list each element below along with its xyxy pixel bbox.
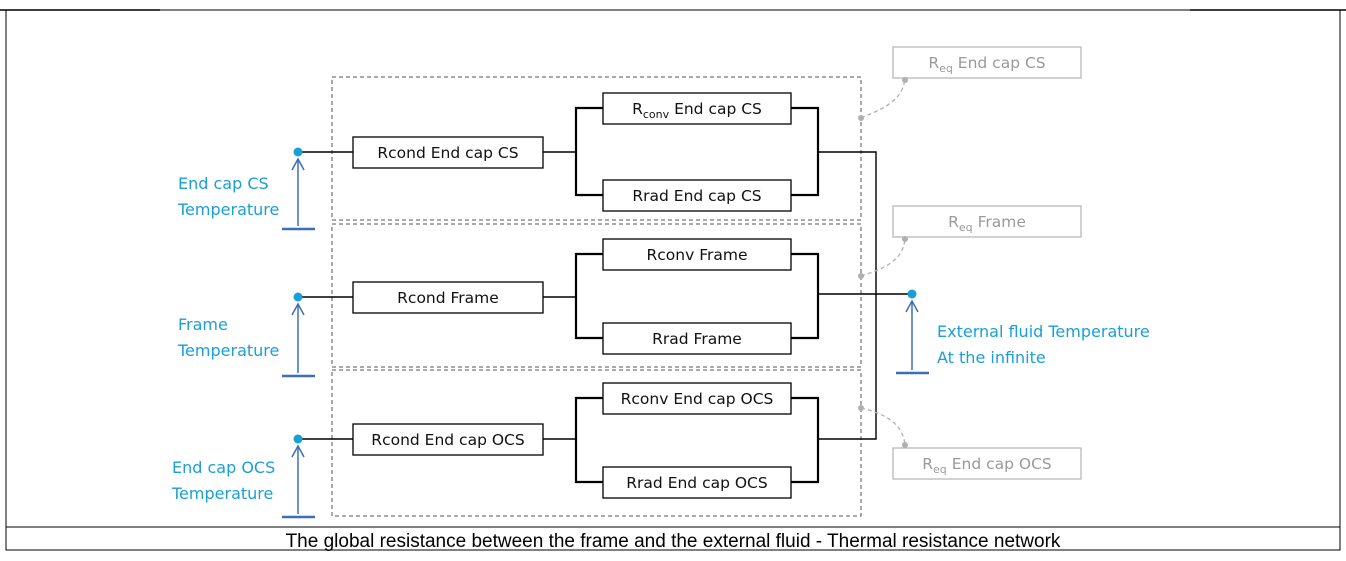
label-rconv-end-cap-ocs: Rconv End cap OCS <box>621 390 774 408</box>
node-external-fluid <box>907 289 917 299</box>
source-end-cap-ocs-line1: End cap OCS <box>172 458 275 477</box>
external-fluid-line1: External fluid Temperature <box>937 322 1150 341</box>
label-req-frame: Req Frame <box>948 213 1026 234</box>
box-req-end-cap-ocs <box>892 447 1082 480</box>
node-frame <box>293 292 303 302</box>
box-rrad-end-cap-cs <box>602 179 792 212</box>
box-rrad-end-cap-ocs <box>602 466 792 499</box>
external-fluid-line2: At the infinite <box>937 348 1046 367</box>
figure-border <box>5 9 1341 551</box>
figure-caption: The global resistance between the frame … <box>286 531 1061 552</box>
label-rrad-frame: Rrad Frame <box>652 330 742 348</box>
box-req-frame <box>892 205 1082 238</box>
label-rcond-end-cap-cs: Rcond End cap CS <box>377 144 518 162</box>
source-frame-line2: Temperature <box>177 341 279 360</box>
collector-bus <box>818 151 877 440</box>
box-rconv-end-cap-ocs <box>602 382 792 415</box>
source-end-cap-cs-line1: End cap CS <box>178 174 269 193</box>
leader-req-frame <box>860 238 906 277</box>
box-req-end-cap-cs <box>892 46 1082 79</box>
label-rrad-end-cap-cs: Rrad End cap CS <box>632 187 761 205</box>
label-rcond-frame: Rcond Frame <box>397 289 499 307</box>
box-rcond-end-cap-cs <box>352 136 544 169</box>
box-rconv-end-cap-cs <box>602 92 792 125</box>
label-rconv-frame: Rconv Frame <box>647 246 748 264</box>
source-frame-line1: Frame <box>178 315 228 334</box>
group-end-cap-ocs <box>331 369 862 517</box>
label-rcond-end-cap-ocs: Rcond End cap OCS <box>371 431 524 449</box>
label-req-end-cap-cs: Req End cap CS <box>928 54 1045 75</box>
label-rconv-end-cap-cs: Rconv End cap CS <box>632 100 762 121</box>
box-rrad-frame <box>602 322 792 355</box>
node-end-cap-ocs <box>293 434 303 444</box>
label-req-end-cap-ocs: Req End cap OCS <box>922 455 1052 476</box>
leader-req-end-cap-cs <box>860 77 906 119</box>
node-end-cap-cs <box>293 147 303 157</box>
source-end-cap-cs-line2: Temperature <box>177 200 279 219</box>
source-end-cap-ocs-line2: Temperature <box>171 484 273 503</box>
leader-req-end-cap-ocs <box>860 407 906 446</box>
label-rrad-end-cap-ocs: Rrad End cap OCS <box>626 474 767 492</box>
